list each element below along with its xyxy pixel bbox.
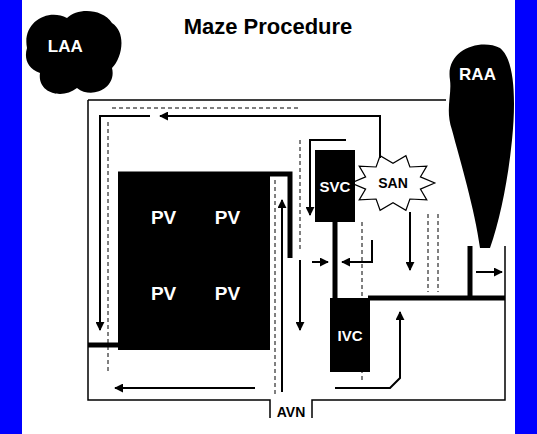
- incision-line: [468, 246, 473, 298]
- san-starburst: [351, 156, 435, 211]
- incision-line: [333, 222, 338, 298]
- vena-cava-box: IVC: [330, 298, 370, 372]
- white-ground: [22, 0, 515, 434]
- dashed-lines: [108, 108, 438, 395]
- pulmonary-vein-block: PV PV PV PV: [118, 172, 270, 350]
- sinoatrial-node: SAN: [373, 172, 413, 194]
- right-atrial-appendage: RAA: [440, 40, 515, 250]
- incision-line: [368, 296, 505, 301]
- conduction-arrow: [476, 271, 502, 273]
- node-label: PV: [151, 284, 176, 303]
- node-label: LAA: [48, 37, 83, 54]
- diagram-title: Maze Procedure: [182, 16, 355, 38]
- node-label: SAN: [378, 176, 408, 190]
- node-label: PV: [215, 284, 240, 303]
- dashed-line: [112, 108, 300, 109]
- node-label: PV: [151, 207, 176, 226]
- appendage-outline: [449, 45, 514, 248]
- dashed-line: [428, 214, 429, 292]
- anatomy-label: AVN: [275, 405, 308, 419]
- node-label: PV: [215, 207, 240, 226]
- dashed-line: [438, 214, 439, 292]
- dashed-line: [275, 180, 276, 395]
- dashed-line: [300, 140, 301, 250]
- node-label: IVC: [337, 328, 362, 343]
- conduction-arrow: [409, 212, 411, 270]
- atrial-outline: [88, 100, 505, 418]
- appendage-outline: [26, 11, 122, 94]
- left-atrial-appendage: LAA: [22, 8, 125, 98]
- conduction-arrows: [100, 116, 502, 392]
- conduction-arrow: [342, 240, 372, 262]
- node-label: SVC: [320, 179, 351, 194]
- conduction-arrow: [115, 387, 255, 389]
- conduction-arrow: [281, 200, 283, 392]
- dashed-line: [108, 122, 109, 372]
- node-label: RAA: [459, 65, 496, 82]
- vena-cava-box: SVC: [315, 150, 355, 222]
- incision-line: [88, 343, 120, 348]
- conduction-arrow: [312, 261, 328, 263]
- conduction-arrow: [299, 260, 301, 330]
